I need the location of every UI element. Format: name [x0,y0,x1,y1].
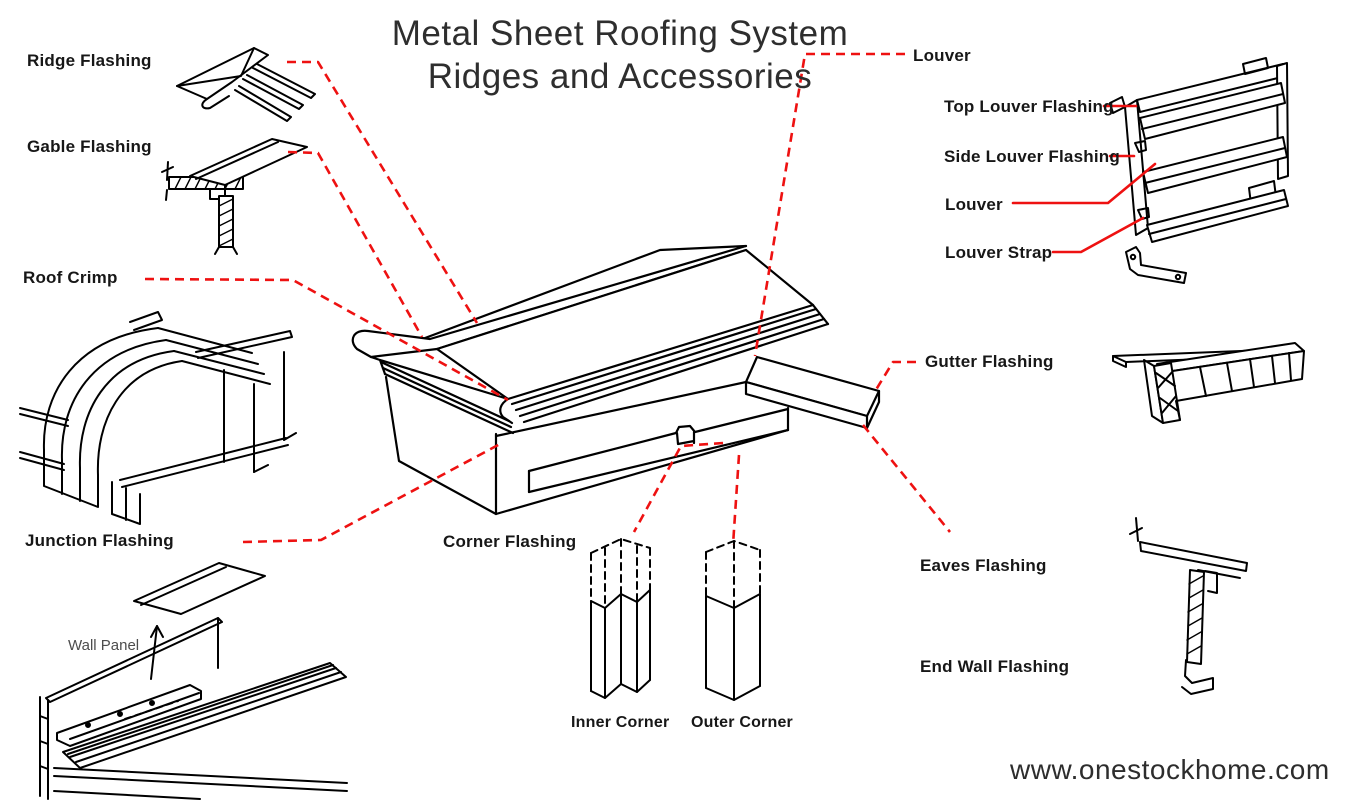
label-louver-part: Louver [945,195,1003,214]
label-roof-crimp: Roof Crimp [23,268,118,287]
outer-corner-illustration [706,541,760,700]
junction-flashing-illustration [40,563,347,799]
leader-inner-corner [634,443,723,532]
label-ridge-flashing: Ridge Flashing [27,51,152,70]
label-outer-corner: Outer Corner [691,714,793,731]
label-top-louver-flashing: Top Louver Flashing [944,97,1114,116]
label-gable-flashing: Gable Flashing [27,137,152,156]
label-louver-strap: Louver Strap [945,243,1053,262]
label-corner-flashing: Corner Flashing [443,532,577,551]
title-line-1: Metal Sheet Roofing System [391,14,849,53]
ridge-flashing-illustration [177,48,315,121]
label-inner-corner: Inner Corner [571,714,670,731]
leader-roof-crimp [145,279,508,400]
leader-louver [755,54,905,356]
label-end-wall-flashing: End Wall Flashing [920,657,1070,676]
leader-eaves-flashing [863,425,950,532]
gable-flashing-illustration [162,139,307,254]
louver-assembly-illustration [1110,58,1288,242]
label-wall-panel: Wall Panel [68,637,140,654]
building-illustration [353,246,879,514]
pointer-lines [1013,106,1155,252]
wall-panel-arrow [151,626,163,679]
leader-ridge-flashing [287,62,477,323]
roof-crimp-illustration [20,312,296,524]
label-side-louver-flashing: Side Louver Flashing [944,147,1120,166]
pointer-louver [1013,164,1155,203]
leader-junction-flashing [243,444,500,542]
inner-corner-illustration [591,539,650,698]
pointer-louver-strap [1053,218,1143,252]
end-wall-flashing-illustration [1130,518,1247,694]
leader-lines [145,54,950,545]
label-eaves-flashing: Eaves Flashing [920,556,1047,575]
louver-strap-illustration [1126,247,1186,283]
website-url: www.onestockhome.com [1010,754,1330,785]
label-louver-main: Louver [913,46,971,65]
gutter-flashing-illustration [1113,343,1304,423]
label-junction-flashing: Junction Flashing [25,531,174,550]
page-title: Metal Sheet Roofing System Ridges and Ac… [320,12,920,98]
leader-gutter-flashing [874,362,916,393]
leader-outer-corner [733,455,739,545]
title-line-2: Ridges and Accessories [427,57,813,96]
label-gutter-flashing: Gutter Flashing [925,352,1054,371]
leader-gable-flashing [288,152,422,337]
